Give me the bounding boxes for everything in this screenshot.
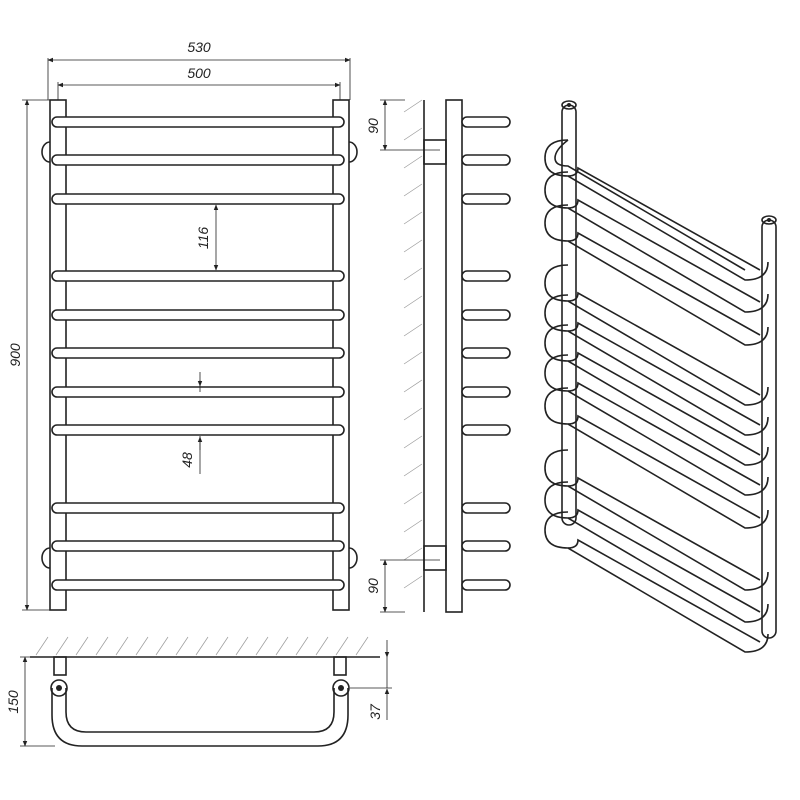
dim-axis-width: 500 bbox=[187, 65, 211, 81]
side-bar bbox=[461, 540, 511, 552]
iso-loop bbox=[554, 139, 746, 271]
side-bar bbox=[461, 424, 511, 436]
front-bar bbox=[51, 154, 345, 166]
isometric-view bbox=[544, 100, 777, 653]
front-bar bbox=[51, 116, 345, 128]
side-bar bbox=[461, 193, 511, 205]
front-bar bbox=[51, 579, 345, 591]
side-bar bbox=[461, 309, 511, 321]
dim-bar-spacing-small: 48 bbox=[179, 452, 195, 468]
iso-left-post bbox=[561, 104, 577, 526]
iso-loop bbox=[544, 171, 769, 313]
front-bar bbox=[51, 502, 345, 514]
side-bar bbox=[461, 502, 511, 514]
iso-loop bbox=[544, 204, 769, 346]
side-bar bbox=[461, 116, 511, 128]
side-bars bbox=[461, 116, 511, 591]
top-wall-hatch bbox=[35, 636, 369, 656]
top-u-pipe bbox=[51, 688, 349, 747]
iso-loop bbox=[544, 324, 769, 466]
dim-wall-depth: 150 bbox=[5, 690, 21, 714]
dim-overall-width: 530 bbox=[187, 39, 211, 55]
front-bar bbox=[51, 309, 345, 321]
top-view: 150 37 bbox=[5, 636, 392, 747]
wall-hatch bbox=[403, 99, 425, 612]
iso-loop bbox=[544, 387, 769, 529]
front-bar bbox=[51, 424, 345, 436]
iso-loop bbox=[544, 449, 769, 591]
side-bar bbox=[461, 386, 511, 398]
front-bar bbox=[51, 347, 345, 359]
dim-height: 900 bbox=[7, 343, 23, 367]
front-bars bbox=[51, 116, 345, 591]
dim-bracket-depth: 37 bbox=[367, 703, 383, 720]
front-view: 530 500 900 bbox=[7, 39, 358, 611]
side-bar bbox=[461, 154, 511, 166]
front-bar bbox=[51, 386, 345, 398]
front-bar bbox=[51, 270, 345, 282]
side-bar bbox=[461, 347, 511, 359]
dim-bracket-offset-bottom: 90 bbox=[365, 578, 381, 594]
front-bar bbox=[51, 193, 345, 205]
iso-loop bbox=[544, 139, 769, 281]
side-view: 90 90 bbox=[365, 99, 511, 613]
iso-loop bbox=[544, 294, 769, 436]
dim-bracket-offset-top: 90 bbox=[365, 118, 381, 134]
side-bar bbox=[461, 579, 511, 591]
side-bar bbox=[461, 270, 511, 282]
iso-loop-outlines bbox=[567, 166, 761, 643]
side-post bbox=[445, 99, 463, 613]
front-bar bbox=[51, 540, 345, 552]
iso-loop bbox=[544, 354, 769, 496]
dim-bar-spacing-large: 116 bbox=[195, 227, 211, 250]
iso-loop bbox=[544, 511, 769, 653]
iso-loops bbox=[544, 139, 769, 653]
